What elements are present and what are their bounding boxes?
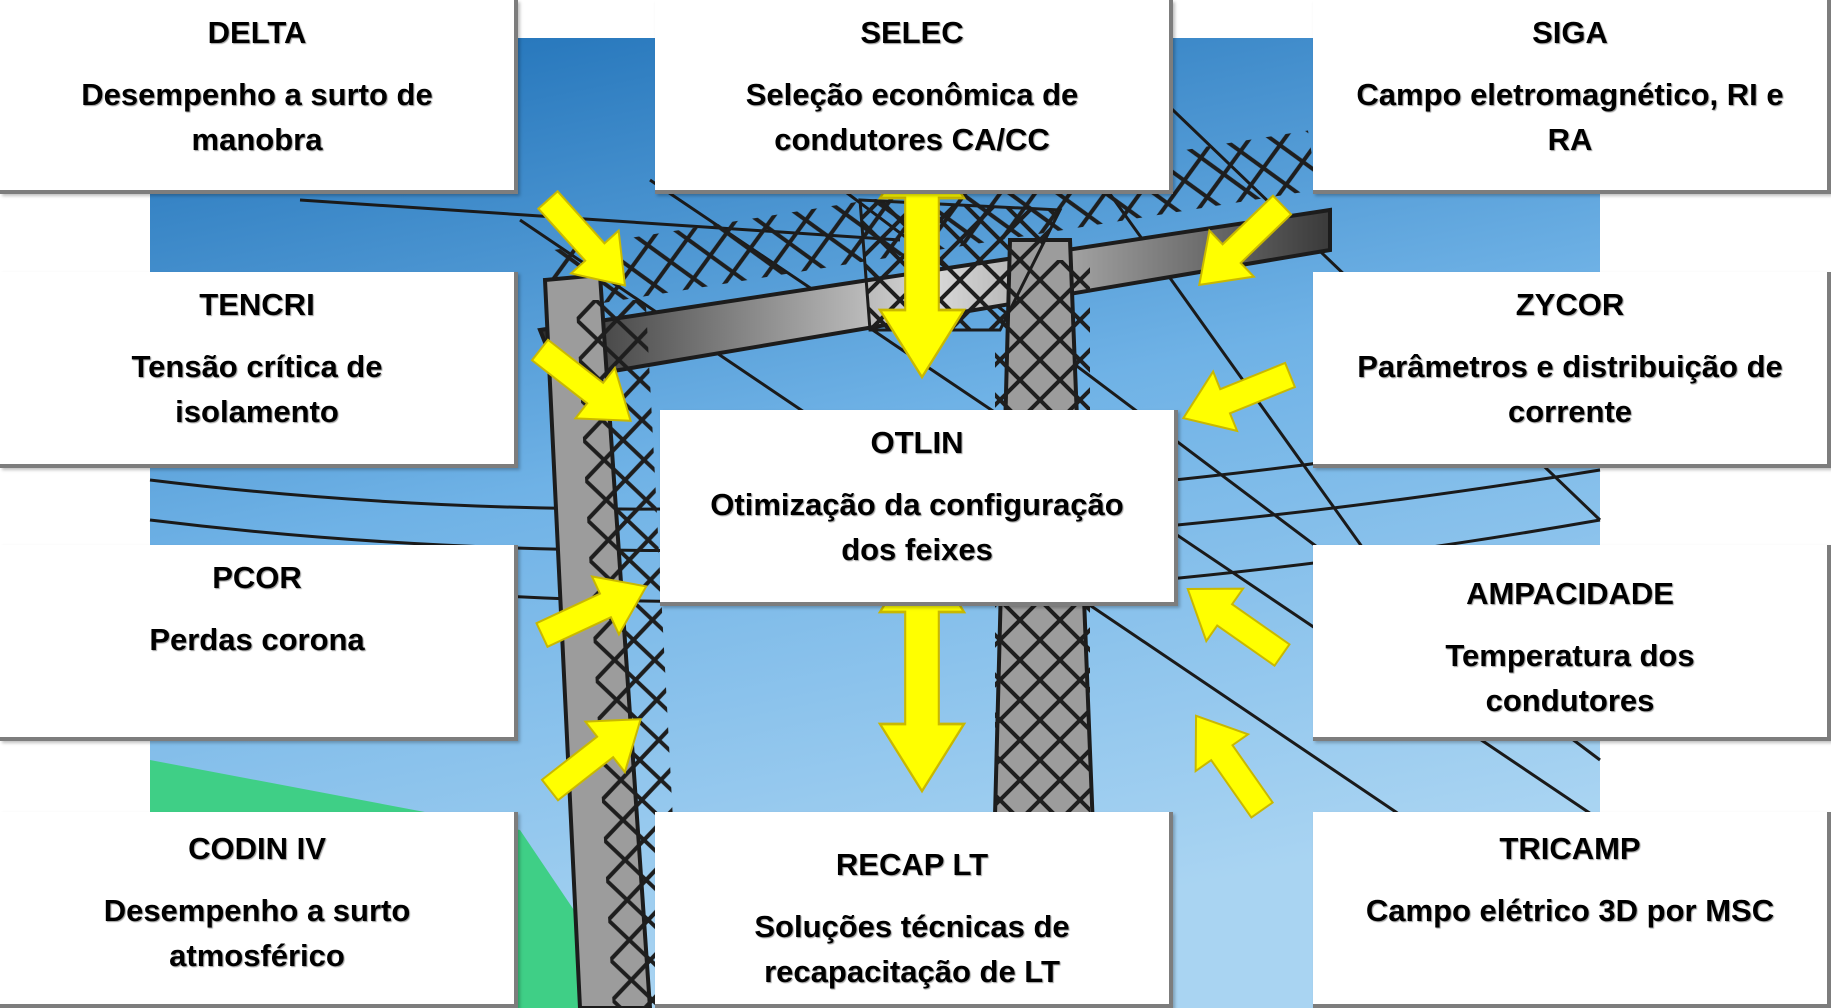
box-delta: DELTA Desempenho a surto de manobra — [0, 0, 518, 194]
box-tricamp-title: TRICAMP — [1499, 831, 1641, 866]
box-tricamp: TRICAMP Campo elétrico 3D por MSC — [1313, 812, 1831, 1008]
box-delta-title: DELTA — [207, 15, 307, 50]
box-ampacidade-title: AMPACIDADE — [1466, 576, 1674, 611]
box-tencri-title: TENCRI — [199, 287, 315, 322]
box-zycor-desc: Parâmetros e distribuição de corrente — [1357, 348, 1783, 429]
box-tricamp-desc: Campo elétrico 3D por MSC — [1365, 892, 1775, 928]
box-zycor-title: ZYCOR — [1515, 287, 1625, 322]
box-otlin: OTLIN Otimização da configuração dos fei… — [660, 410, 1178, 606]
box-siga-desc: Campo eletromagnético, RI e RA — [1356, 76, 1784, 157]
box-zycor: ZYCOR Parâmetros e distribuição de corre… — [1313, 272, 1831, 468]
box-selec: SELEC Seleção econômica de condutores CA… — [655, 0, 1173, 194]
box-ampacidade-desc: Temperatura dos condutores — [1445, 637, 1695, 718]
box-codin-desc: Desempenho a surto atmosférico — [103, 892, 411, 973]
box-tencri-desc: Tensão crítica de isolamento — [131, 348, 383, 429]
box-delta-desc: Desempenho a surto de manobra — [81, 76, 433, 157]
box-otlin-title: OTLIN — [870, 425, 964, 460]
box-recap: RECAP LT Soluções técnicas de recapacita… — [655, 812, 1173, 1008]
box-codin: CODIN IV Desempenho a surto atmosférico — [0, 812, 518, 1008]
box-ampacidade: AMPACIDADE Temperatura dos condutores — [1313, 545, 1831, 741]
box-codin-title: CODIN IV — [188, 831, 326, 866]
box-pcor-title: PCOR — [212, 560, 302, 595]
box-selec-desc: Seleção econômica de condutores CA/CC — [745, 76, 1079, 157]
box-siga-title: SIGA — [1532, 15, 1608, 50]
box-tencri: TENCRI Tensão crítica de isolamento — [0, 272, 518, 468]
box-pcor-desc: Perdas corona — [149, 621, 365, 657]
box-recap-title: RECAP LT — [835, 847, 989, 882]
box-otlin-desc: Otimização da configuração dos feixes — [710, 486, 1124, 567]
box-recap-desc: Soluções técnicas de recapacitação de LT — [754, 908, 1070, 989]
box-siga: SIGA Campo eletromagnético, RI e RA — [1313, 0, 1831, 194]
box-pcor: PCOR Perdas corona — [0, 545, 518, 741]
box-selec-title: SELEC — [860, 15, 964, 50]
